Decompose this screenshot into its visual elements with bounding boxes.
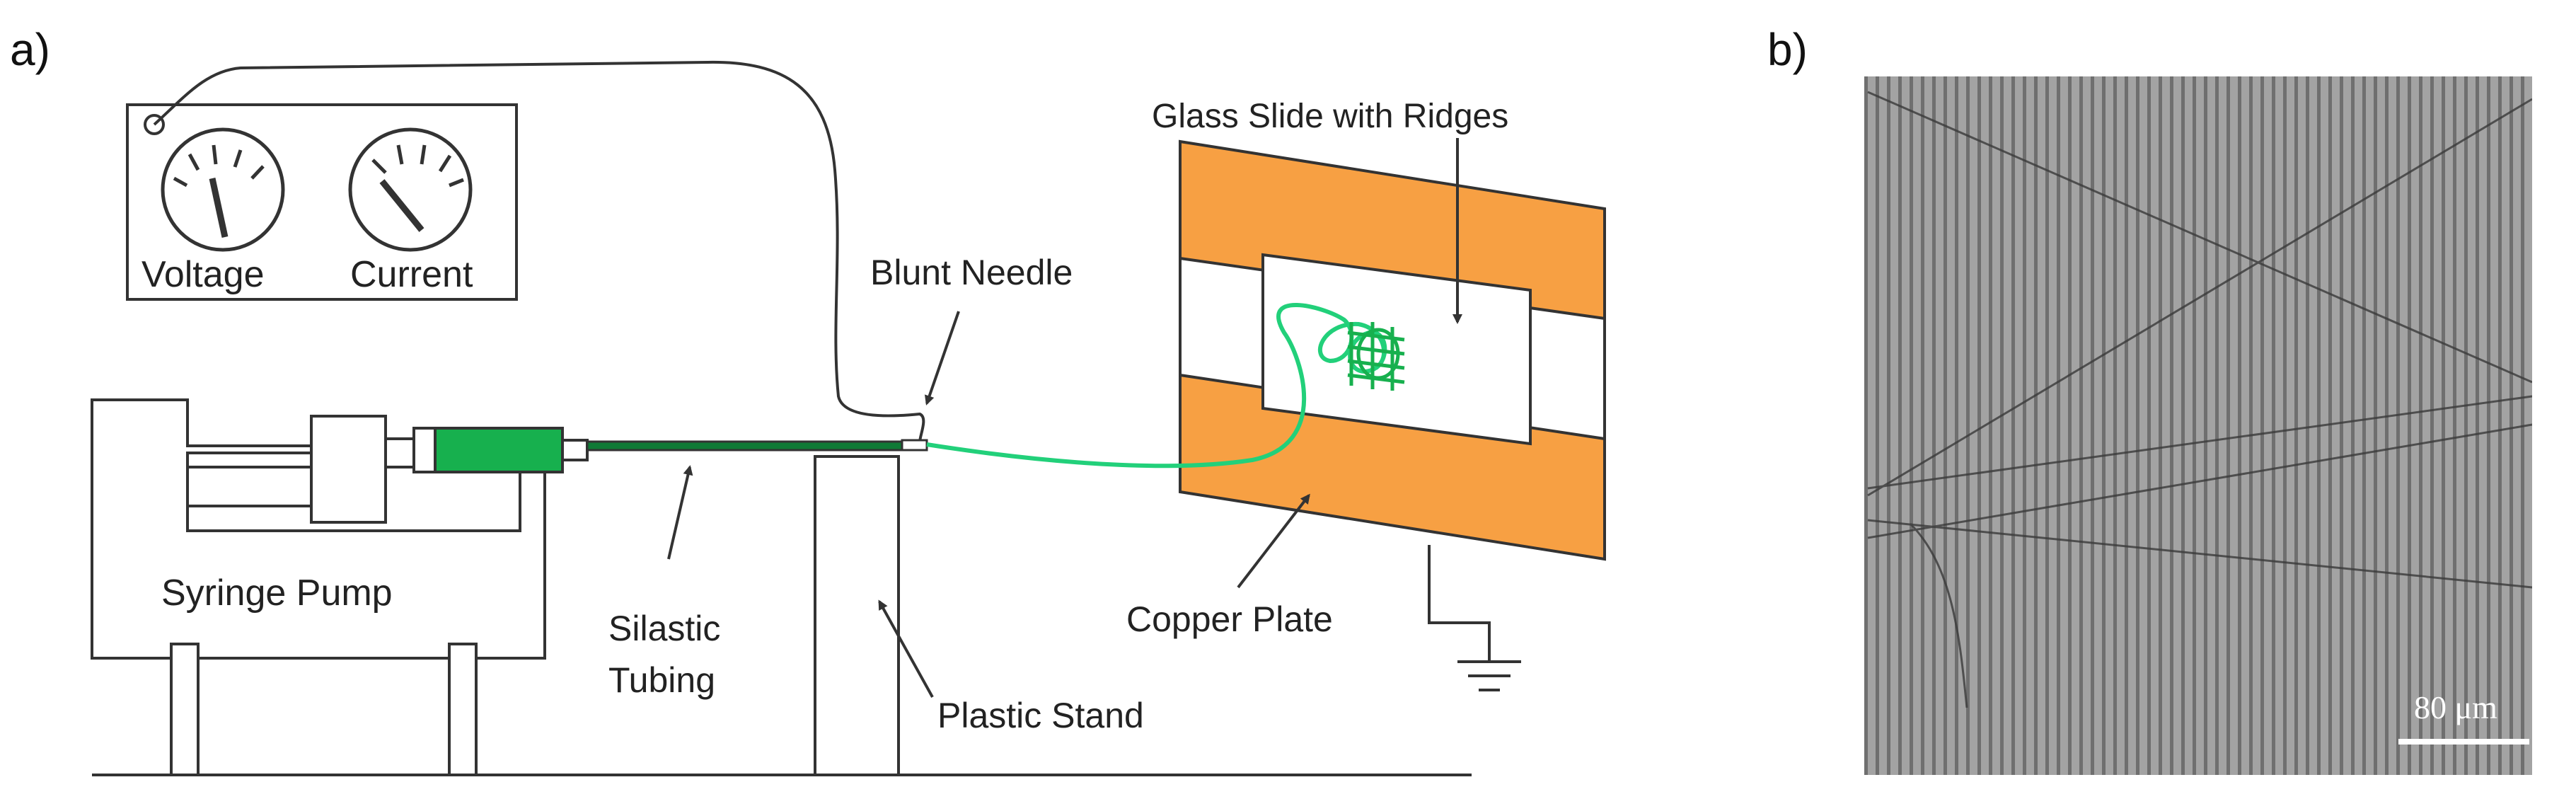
panel-b-label: b) (1767, 24, 1808, 75)
syringe-barrel (434, 427, 564, 473)
plastic-stand-label: Plastic Stand (937, 696, 1144, 735)
plastic-stand-arrow (878, 599, 934, 698)
panel-b: b) 80 μm (1767, 24, 2532, 775)
plunger-connector (384, 437, 415, 469)
current-dial-icon (348, 127, 473, 252)
ground-icon (1457, 660, 1521, 691)
scale-bar-label: 80 μm (2414, 689, 2497, 725)
voltage-dial-icon (161, 127, 285, 252)
silastic-tubing-arrow (667, 465, 693, 560)
plastic-stand (814, 455, 900, 776)
pump-block (310, 415, 387, 524)
syringe-tip (561, 439, 589, 461)
fiber-deposit (1347, 322, 1405, 391)
blunt-needle-arrow (924, 311, 960, 406)
micrograph-fibers (1867, 91, 2532, 708)
current-label: Current (350, 254, 473, 295)
syringe-plunger-end (412, 427, 437, 473)
silastic-tubing (586, 440, 903, 452)
glass-slide-label: Glass Slide with Ridges (1152, 98, 1508, 135)
blunt-needle-label: Blunt Needle (870, 253, 1073, 292)
panel-a-label: a) (10, 24, 50, 75)
panel-a: a) (10, 24, 1606, 776)
silastic-label-line1: Silastic (608, 609, 720, 648)
voltage-label: Voltage (141, 254, 265, 295)
pump-leg-left (170, 643, 200, 776)
copper-plate-arrow (1237, 493, 1310, 589)
syringe (412, 427, 589, 473)
syringe-pump-label: Syringe Pump (161, 573, 393, 614)
copper-plate-label: Copper Plate (1126, 599, 1333, 639)
pump-leg-right (448, 643, 478, 776)
power-supply: Voltage Current (126, 103, 518, 301)
ground-wire (1428, 545, 1491, 662)
high-voltage-wire (153, 60, 925, 443)
micrograph (1864, 76, 2532, 775)
silastic-label-line2: Tubing (608, 660, 715, 700)
blunt-needle (901, 439, 928, 452)
